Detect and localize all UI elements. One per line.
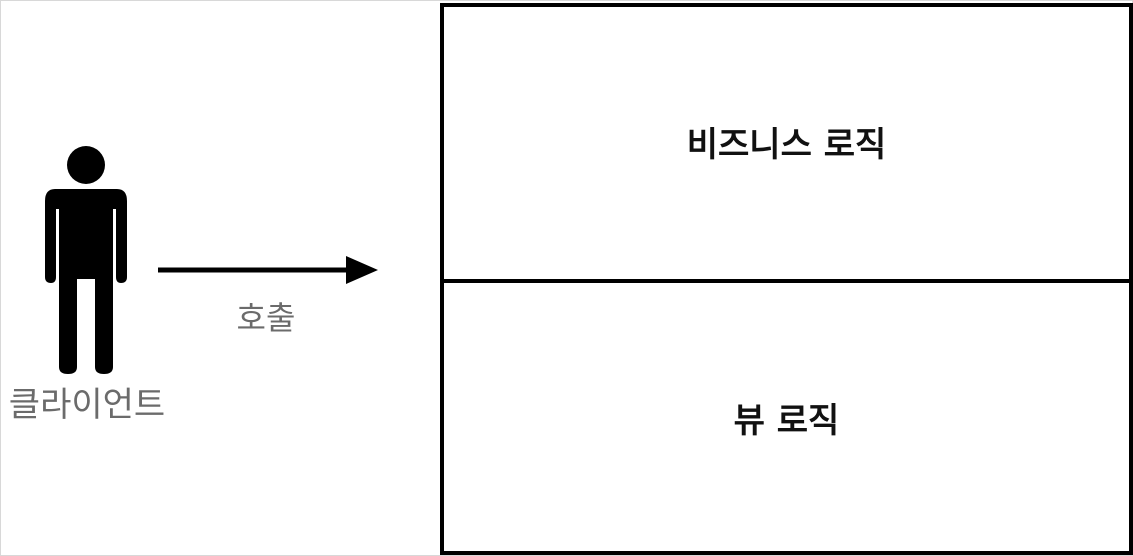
arrow-right-icon — [158, 256, 378, 284]
person-icon — [45, 146, 127, 374]
server-box: 비즈니스 로직 뷰 로직 — [440, 3, 1133, 555]
business-logic-label: 비즈니스 로직 — [686, 124, 887, 165]
business-logic-layer: 비즈니스 로직 — [444, 7, 1129, 283]
call-label: 호출 — [236, 299, 296, 337]
client-label: 클라이언트 — [8, 385, 166, 425]
view-logic-label: 뷰 로직 — [733, 400, 840, 441]
view-logic-layer: 뷰 로직 — [444, 283, 1129, 551]
